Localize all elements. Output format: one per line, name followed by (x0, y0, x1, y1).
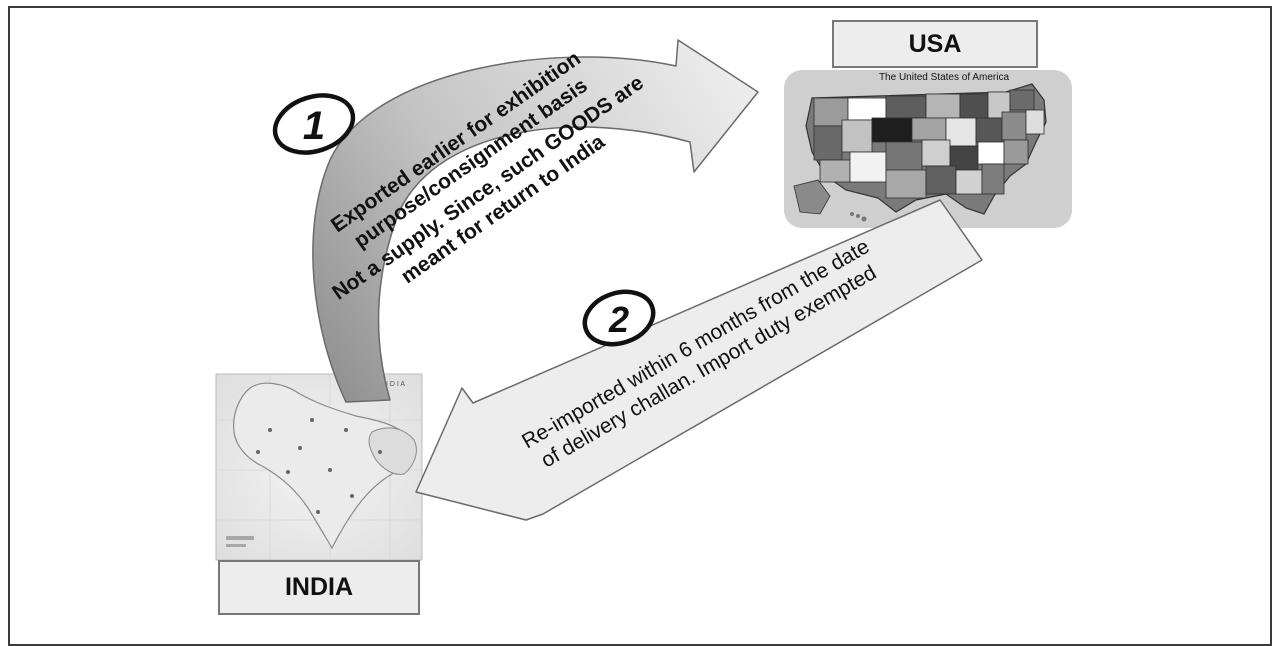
india-cities (256, 418, 382, 514)
usa-map: The United States of America (784, 70, 1072, 228)
reimport-arrow-shape (415, 199, 983, 521)
diagram-stage: I N D I A (8, 6, 1272, 646)
usa-label: USA (832, 20, 1038, 68)
india-east-region (368, 427, 417, 475)
export-arrow-shape (312, 39, 759, 403)
usa-map-title: The United States of America (879, 72, 1010, 83)
usa-alaska (793, 179, 831, 215)
usa-hawaii (850, 212, 867, 222)
india-map-legend (226, 536, 254, 547)
step-2-badge: 2 (582, 289, 656, 347)
india-landmass (233, 382, 413, 550)
flow-diagram: I N D I A (215, 39, 1072, 561)
usa-state-tiles (813, 89, 1045, 199)
india-label: INDIA (218, 560, 420, 615)
step-1-badge: 1 (272, 93, 356, 155)
svg-text:2: 2 (608, 299, 629, 340)
svg-text:1: 1 (303, 104, 325, 148)
india-map: I N D I A (215, 373, 423, 561)
export-arrow (312, 39, 759, 403)
india-map-title: I N D I A (379, 381, 405, 388)
reimport-arrow (415, 199, 983, 521)
